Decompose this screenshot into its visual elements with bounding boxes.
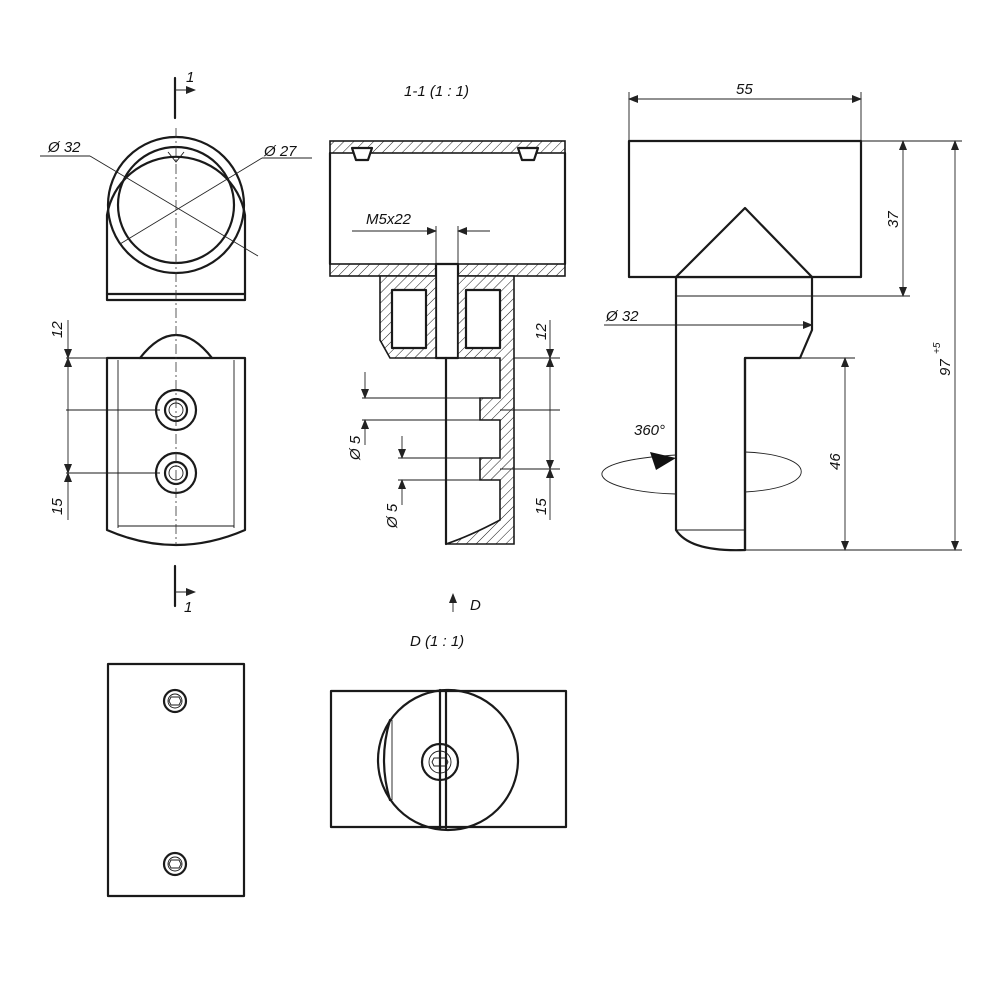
clamp-outline	[105, 155, 247, 302]
side-top-height: 37	[885, 211, 902, 228]
front-dim-12: 12	[49, 321, 66, 338]
cavity-left	[390, 288, 428, 350]
set-screw-right	[516, 146, 540, 162]
section-title: 1-1 (1 : 1)	[404, 83, 469, 100]
front-dia-outer: Ø 32	[47, 139, 81, 156]
section-mark-top: 1	[173, 69, 196, 120]
front-dim-15: 15	[49, 498, 66, 515]
set-screw-tip	[167, 151, 185, 163]
m5-screw	[434, 262, 460, 360]
section-mark-bottom: 1	[173, 564, 196, 616]
section-mark-top-label: 1	[186, 69, 194, 86]
view-d-circle	[376, 688, 520, 832]
section-dia-hole-2: Ø 5	[384, 503, 401, 529]
plate-screw-top	[162, 688, 188, 714]
cavity-right	[464, 288, 502, 350]
view-d-rect	[329, 689, 568, 829]
section-dim-15: 15	[533, 498, 550, 515]
side-arm-height: 46	[827, 453, 844, 470]
front-dia-inner: Ø 27	[263, 143, 297, 160]
rotation-arrow-icon	[650, 452, 676, 470]
plate-screw-bottom	[162, 851, 188, 877]
side-total-height: 97	[937, 359, 954, 376]
set-screw-left	[350, 146, 374, 162]
side-arm	[674, 275, 814, 552]
side-rotation: 360°	[634, 422, 665, 439]
side-tolerance: +5	[932, 342, 943, 354]
plate-view	[106, 662, 246, 898]
view-d-screw-head	[420, 742, 460, 782]
plate-rect	[106, 662, 246, 898]
mount-plate	[105, 356, 247, 547]
side-dia: Ø 32	[605, 308, 639, 325]
section-mark-bottom-label: 1	[184, 599, 192, 616]
view-d-arrow-label: D	[470, 597, 481, 614]
side-width: 55	[736, 81, 753, 98]
view-d: D (1 : 1)	[329, 633, 568, 832]
front-view: 1 Ø 32 Ø 27	[40, 69, 312, 616]
side-view: 55 37 97 +5 46 Ø 32 360°	[601, 81, 962, 552]
view-d-edge	[382, 718, 392, 802]
section-dim-12: 12	[533, 323, 550, 340]
pipe-wall-top	[329, 140, 566, 154]
section-view: 1-1 (1 : 1) M5x22 Ø 5	[328, 83, 567, 614]
section-thread: M5x22	[366, 211, 412, 228]
view-d-title: D (1 : 1)	[410, 633, 464, 650]
rotation-arc	[601, 451, 802, 495]
side-dome	[674, 206, 814, 279]
section-dia-hole-1: Ø 5	[347, 435, 364, 461]
